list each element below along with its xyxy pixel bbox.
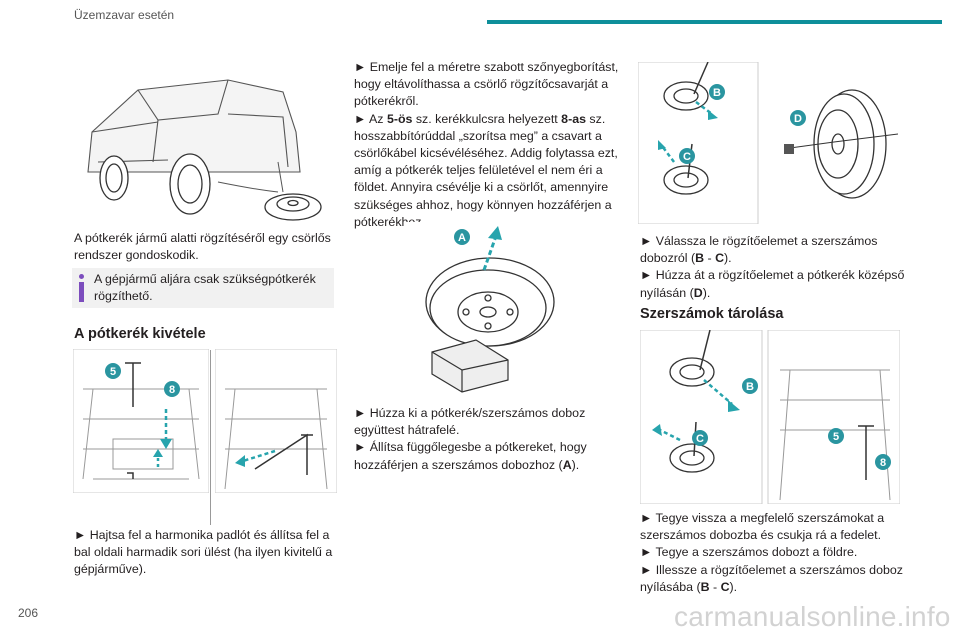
ref-C: C [715,251,725,266]
car-spare-wheel-illustration [78,62,330,224]
label-A: A [458,232,466,244]
label-C: C [683,151,691,163]
label-C-storage: C [696,433,704,445]
step-lift-cover-and-winch: ► Emelje fel a méretre szabott szőnyegbo… [354,59,622,231]
section-title: Üzemzavar esetén [74,8,175,22]
ref-A: A [562,457,572,472]
release-end: ). [724,251,732,266]
winch-text-3: sz. hosszabbítórúddal „szorítsa meg” a c… [354,111,618,229]
step-lift-cover-text: ► Emelje fel a méretre szabott szőnyegbo… [354,60,619,109]
heading-tool-storage: Szerszámok tárolása [640,306,784,322]
winch-text-2: sz. kerékkulcsra helyezett [412,111,562,126]
step-store-tools: ► Tegye vissza a megfelelő szerszámokat … [640,510,910,596]
winch-extension-number: 8-as [561,111,586,126]
label-B-storage: B [746,381,754,393]
ref-D: D [693,285,703,300]
intro-text: A pótkerék jármű alatti rögzítéséről egy… [74,231,331,263]
spare-wheel-toolbox-illustration: A [404,222,562,394]
pass-through-text: ► Húzza át a rögzítőelemet a pótkerék kö… [640,268,905,300]
page-number: 206 [18,606,39,620]
ref-B: B [695,251,705,266]
info-icon [79,274,84,302]
ref-B-2: B [700,579,710,594]
label-8-storage: 8 [880,457,886,469]
step-tilt-end: ). [571,457,580,472]
label-B: B [713,87,721,99]
tool-storage-illustration: B C 5 8 [640,330,900,504]
note-text: A gépjármű aljára csak szükségpótkerék r… [94,272,316,303]
store-tools-text: ► Tegye vissza a megfelelő szerszámokat … [640,511,885,543]
place-box-text: ► Tegye a szerszámos dobozt a földre. [640,545,858,560]
label-5-storage: 5 [833,431,839,443]
watermark: carmanualsonline.info [674,601,951,632]
trunk-tool-illustration-left: 5 8 [73,349,209,493]
winch-text-1: ► Az [354,111,387,126]
step-pull-out-text: ► Húzza ki a pótkerék/szerszámos doboz e… [354,406,586,438]
release-text: ► Válassza le rögzítőelemet a szerszámos… [640,234,878,266]
trunk-tool-illustration-right [215,349,337,493]
fastener-release-illustration: B C D [638,62,898,224]
label-8: 8 [169,384,175,396]
step-tilt-text: ► Állítsa függőlegesbe a pótkereket, hog… [354,440,587,472]
sep-2: - [709,579,721,594]
pass-through-end: ). [702,285,711,300]
step-release-fastener: ► Válassza le rögzítőelemet a szerszámos… [640,233,910,302]
insert-fastener-end: ). [729,579,738,594]
info-note: A gépjármű aljára csak szükségpótkerék r… [72,268,334,308]
illustration-divider [210,350,211,525]
step-pull-out-and-tilt: ► Húzza ki a pótkerék/szerszámos doboz e… [354,405,622,474]
ref-C-2: C [720,579,730,594]
heading-spare-wheel-removal: A pótkerék kivétele [74,326,206,342]
label-D: D [794,113,802,125]
label-5: 5 [110,366,116,378]
winch-key-number: 5-ös [386,111,413,126]
step-lift-floor: ► Hajtsa fel a harmonika padlót és állít… [74,528,333,577]
sep: - [704,251,716,266]
insert-fastener-text: ► Illessze a rögzítőelemet a szerszámos … [640,562,903,594]
header-accent-bar [487,20,942,24]
